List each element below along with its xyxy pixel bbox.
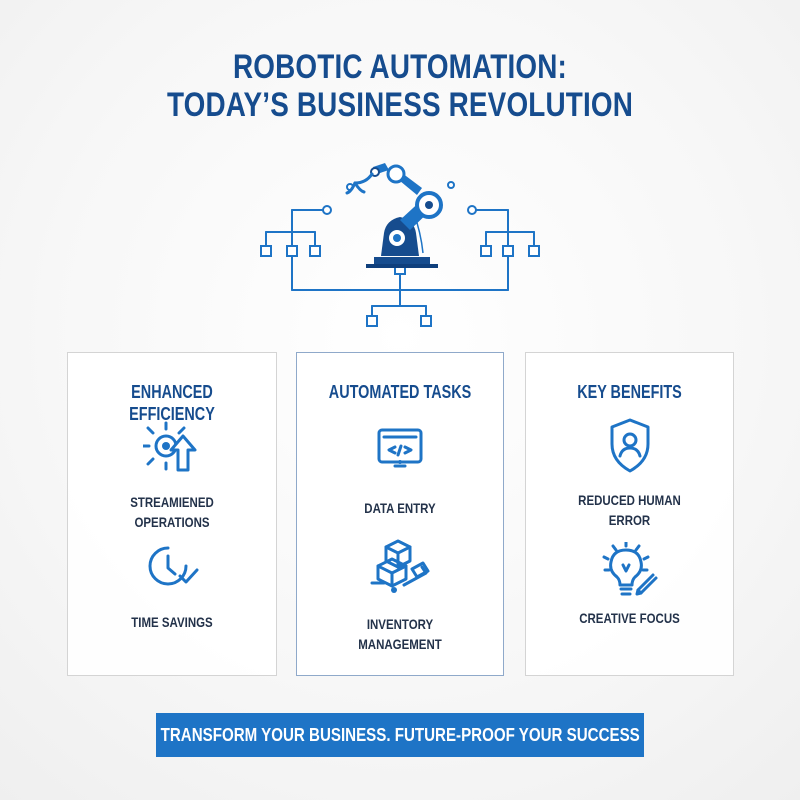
page-title-line-2: TODAY’S BUSINESS REVOLUTION [166,86,634,124]
inventory-management-label: INVENTORY MANAGEMENT [358,616,442,652]
gear-up-arrow-icon [143,421,197,472]
data-entry-label: DATA ENTRY [364,500,436,516]
time-savings-label: TIME SAVINGS [131,614,213,630]
streamlined-operations-label: STREAMIENED OPERATIONS [130,494,214,530]
creative-focus-label: CREATIVE FOCUS [579,610,680,626]
shield-user-icon [610,418,649,473]
key-benefits-title: KEY BENEFITS [577,382,682,402]
network-connector-lines [265,209,535,317]
enhanced-efficiency-title: ENHANCED EFFICIENCY [129,382,215,424]
code-monitor-icon [377,428,423,468]
clock-check-icon [148,546,199,586]
lightbulb-pencil-icon [602,542,657,596]
page-title-line-1: ROBOTIC AUTOMATION: [232,48,568,86]
transform-business-cta-banner: TRANSFORM YOUR BUSINESS. FUTURE-PROOF YO… [156,713,644,757]
boxes-hand-truck-icon [370,539,430,593]
page-title: ROBOTIC AUTOMATION: TODAY’S BUSINESS REV… [72,48,728,124]
robotic-arm-icon [345,163,443,268]
robotic-network-illustration [260,163,540,327]
network-node-icons [260,181,540,327]
automated-tasks-title: AUTOMATED TASKS [328,382,472,402]
automated-tasks-panel: AUTOMATED TASKS DATA ENTRY [296,352,504,676]
key-benefits-panel: KEY BENEFITS REDUCED HUMAN ERROR [525,352,734,676]
cta-banner-text: TRANSFORM YOUR BUSINESS. FUTURE-PROOF YO… [160,725,640,745]
enhanced-efficiency-panel: ENHANCED EFFICIENCY STREAMIENED OPERATIO… [67,352,277,676]
reduced-human-error-label: REDUCED HUMAN ERROR [578,492,681,528]
